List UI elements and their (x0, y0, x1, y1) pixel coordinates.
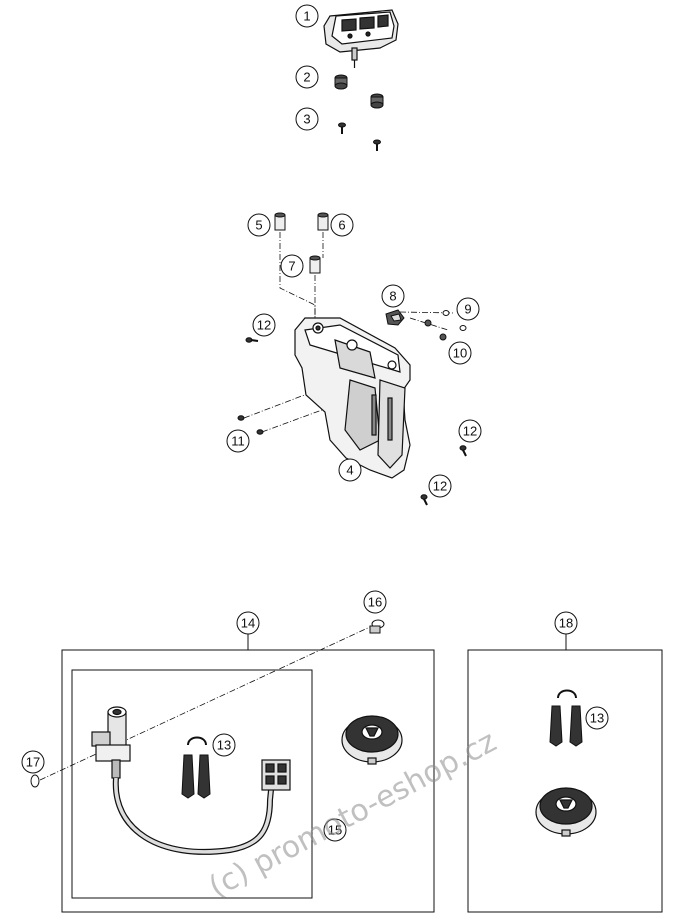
callout-9[interactable]: 9 (456, 297, 480, 321)
callout-14[interactable]: 14 (236, 611, 260, 635)
callout-16[interactable]: 16 (363, 590, 387, 614)
svg-text:3: 3 (303, 112, 310, 127)
callouts: 1 2 3 4 5 6 7 8 9 10 11 12 12 12 13 13 1… (21, 4, 609, 842)
callout-7[interactable]: 7 (280, 254, 304, 278)
callout-5[interactable]: 5 (247, 213, 271, 237)
callout-18[interactable]: 18 (554, 611, 578, 635)
callout-4[interactable]: 4 (338, 458, 362, 482)
part-rubber-grommet[interactable] (334, 74, 384, 109)
svg-text:18: 18 (559, 616, 573, 631)
svg-text:10: 10 (453, 346, 467, 361)
svg-text:17: 17 (26, 755, 40, 770)
part-ring-17[interactable] (30, 774, 40, 788)
svg-text:12: 12 (463, 424, 477, 439)
callout-12b[interactable]: 12 (458, 419, 482, 443)
part-bolt[interactable] (237, 337, 467, 506)
svg-text:1: 1 (303, 9, 310, 24)
callout-3[interactable]: 3 (295, 107, 319, 131)
callout-10[interactable]: 10 (448, 341, 472, 365)
part-screw-small[interactable] (338, 122, 381, 151)
part-key-pair-13b[interactable] (549, 689, 583, 747)
svg-text:16: 16 (368, 595, 382, 610)
callout-11[interactable]: 11 (226, 429, 250, 453)
callout-17[interactable]: 17 (21, 750, 45, 774)
svg-text:11: 11 (231, 434, 245, 449)
callout-13b[interactable]: 13 (585, 706, 609, 730)
svg-text:9: 9 (464, 302, 471, 317)
part-nut-washer[interactable] (424, 310, 467, 341)
svg-text:15: 15 (328, 823, 342, 838)
callout-1[interactable]: 1 (295, 4, 319, 28)
callout-2[interactable]: 2 (295, 65, 319, 89)
part-cable-clip[interactable] (385, 309, 405, 326)
part-instrument-cluster[interactable] (323, 9, 399, 68)
callout-12a[interactable]: 12 (252, 313, 276, 337)
svg-text:14: 14 (241, 616, 255, 631)
kit-frame-14 (61, 634, 435, 913)
part-ignition-lock[interactable] (91, 706, 275, 855)
svg-text:7: 7 (288, 259, 295, 274)
callout-13a[interactable]: 13 (212, 733, 236, 757)
svg-text:8: 8 (389, 289, 396, 304)
part-connector-plug[interactable] (261, 759, 291, 791)
svg-text:13: 13 (590, 711, 604, 726)
callout-15[interactable]: 15 (323, 818, 347, 842)
svg-text:4: 4 (346, 463, 353, 478)
svg-text:12: 12 (257, 318, 271, 333)
svg-text:12: 12 (433, 479, 447, 494)
part-key-pair-13a[interactable] (181, 736, 211, 799)
svg-text:5: 5 (255, 218, 262, 233)
part-fuel-cap-14[interactable] (341, 715, 403, 765)
svg-text:13: 13 (217, 738, 231, 753)
callout-8[interactable]: 8 (381, 284, 405, 308)
part-fuel-cap-18[interactable] (535, 787, 597, 837)
part-screw-16[interactable] (369, 619, 385, 634)
kit-frame-18 (467, 634, 663, 913)
svg-text:2: 2 (303, 70, 310, 85)
part-sleeve[interactable] (274, 212, 329, 274)
svg-text:6: 6 (338, 218, 345, 233)
part-handlebar-bracket[interactable] (294, 317, 411, 479)
callout-6[interactable]: 6 (330, 213, 354, 237)
assembly-guide-lines-lock (39, 625, 373, 781)
callout-12c[interactable]: 12 (428, 474, 452, 498)
